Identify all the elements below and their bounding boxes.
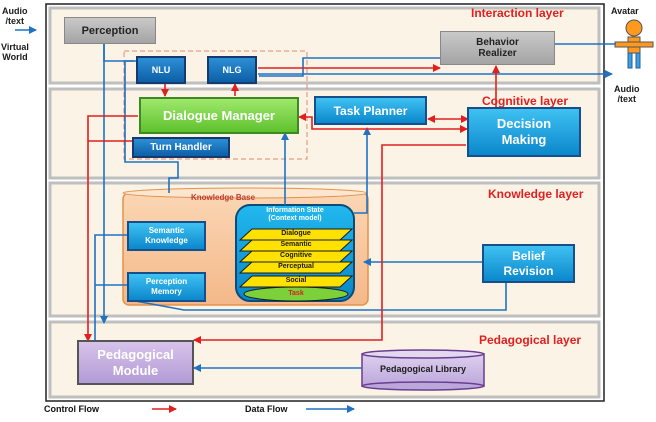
info-layer-base	[243, 286, 349, 302]
info-layer-task: Task	[288, 290, 304, 297]
legend-control-flow: Control Flow	[44, 404, 99, 414]
audio-text-output-label: Audio /text	[614, 84, 640, 105]
knowledge-base-label: Knowledge Base	[191, 193, 256, 202]
interaction-layer-title: Interaction layer	[471, 6, 564, 20]
perception-box: Perception	[64, 17, 156, 44]
avatar-figure	[614, 19, 654, 69]
info-layer-perceptual: Perceptual	[278, 263, 314, 270]
info-layer-shape	[238, 261, 354, 274]
nlu-box: NLU	[136, 56, 186, 84]
information-state-label: Information State (Context model)	[266, 207, 324, 223]
perception-memory-box: Perception Memory	[127, 272, 206, 302]
legend-data-flow: Data Flow	[245, 404, 288, 414]
pedagogical-library-label: Pedagogical Library	[379, 364, 467, 374]
dialogue-manager-box: Dialogue Manager	[139, 97, 299, 134]
info-layer-cognitive: Cognitive	[280, 252, 312, 259]
semantic-knowledge-box: Semantic Knowledge	[127, 221, 206, 251]
decision-making-box: Decision Making	[467, 107, 581, 157]
pedagogical-library-cylinder	[361, 349, 485, 391]
virtual-world-label: Virtual World	[1, 42, 29, 63]
nlg-box: NLG	[207, 56, 257, 84]
info-layer-dialogue: Dialogue	[281, 230, 311, 237]
data-flow-arrows	[15, 26, 616, 372]
info-layer-social: Social	[285, 277, 307, 284]
pedagogical-module-box: Pedagogical Module	[77, 340, 194, 385]
info-layer-stack	[238, 228, 354, 302]
info-layer-shape	[238, 275, 354, 288]
cognitive-layer-title: Cognitive layer	[482, 94, 569, 108]
audio-text-input-label: Audio /text	[2, 6, 28, 27]
language-module-group	[123, 50, 308, 160]
behavior-realizer-box: Behavior Realizer	[440, 31, 555, 65]
pedagogical-layer-title: Pedagogical layer	[479, 333, 582, 347]
task-planner-box: Task Planner	[314, 96, 427, 125]
avatar-label: Avatar	[611, 6, 639, 16]
info-layer-semantic: Semantic	[280, 241, 312, 248]
belief-revision-box: Belief Revision	[482, 244, 575, 283]
knowledge-layer-title: Knowledge layer	[488, 187, 584, 201]
turn-handler-box: Turn Handler	[132, 137, 230, 158]
control-flow-arrows	[84, 64, 500, 344]
